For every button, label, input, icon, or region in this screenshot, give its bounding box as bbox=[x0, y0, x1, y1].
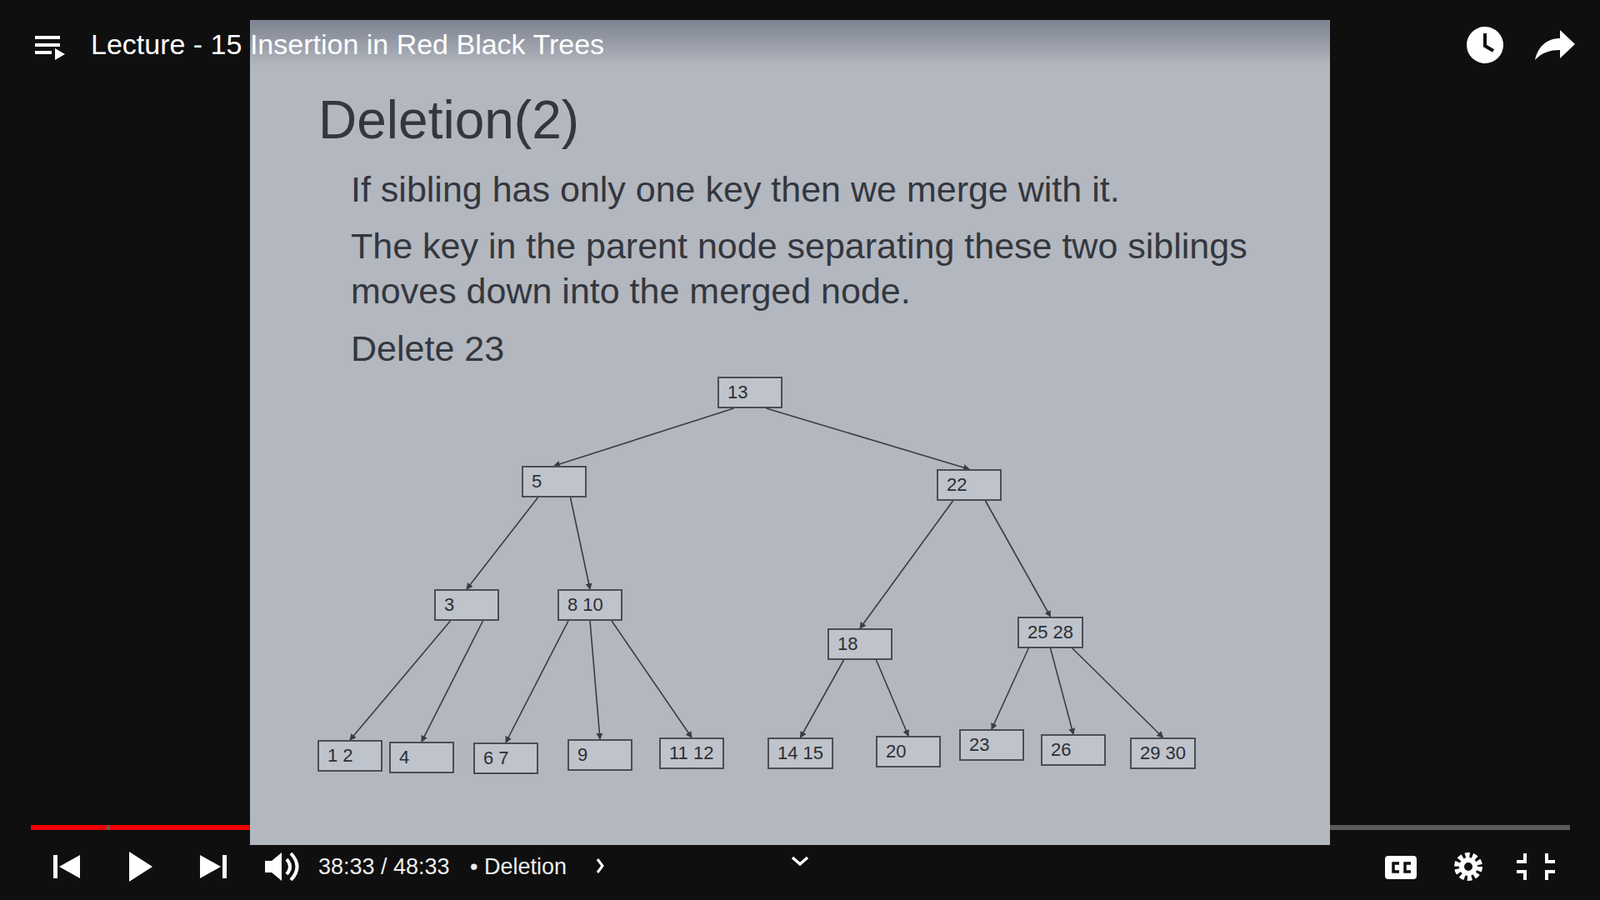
tree-edge bbox=[1050, 648, 1074, 735]
volume-icon bbox=[265, 852, 298, 881]
expand-chevron bbox=[792, 857, 808, 865]
tree-edge bbox=[800, 660, 845, 738]
node-keys: 11 12 bbox=[669, 742, 714, 764]
node-keys: 13 bbox=[727, 381, 748, 403]
node-keys: 29 30 bbox=[1140, 742, 1186, 764]
tree-edge bbox=[860, 500, 954, 629]
btree-node: 18 bbox=[827, 628, 893, 660]
tree-edge bbox=[1072, 648, 1164, 738]
captions-icon bbox=[1385, 855, 1417, 880]
tree-edge bbox=[766, 408, 970, 470]
slide-text: The key in the parent node separating th… bbox=[350, 223, 1318, 314]
btree-node: 3 bbox=[434, 589, 500, 621]
node-keys: 3 bbox=[444, 594, 455, 615]
btree-node: 23 bbox=[959, 729, 1025, 761]
node-keys: 6 7 bbox=[483, 747, 510, 769]
btree-node: 29 30 bbox=[1130, 737, 1196, 770]
btree-node: 1 2 bbox=[317, 740, 383, 772]
btree-node: 5 bbox=[521, 465, 587, 498]
tree-edge bbox=[611, 620, 692, 738]
playlist-icon bbox=[35, 35, 65, 60]
slide-heading: Deletion(2) bbox=[318, 86, 580, 154]
slide-text: Delete 23 bbox=[350, 325, 851, 371]
tree-edge bbox=[466, 497, 539, 590]
btree-node: 8 10 bbox=[557, 589, 623, 621]
node-keys: 14 15 bbox=[777, 742, 824, 764]
tree-edge bbox=[505, 620, 569, 743]
share-icon bbox=[1535, 30, 1575, 60]
chapter-name: • Deletion bbox=[470, 853, 604, 880]
node-keys: 25 28 bbox=[1027, 621, 1074, 643]
node-keys: 22 bbox=[946, 474, 967, 495]
node-keys: 1 2 bbox=[327, 745, 354, 766]
btree-node: 20 bbox=[875, 735, 941, 768]
tree-edge bbox=[421, 620, 484, 742]
node-keys: 4 bbox=[399, 746, 410, 768]
exit-fullscreen-icon bbox=[1516, 853, 1555, 880]
node-keys: 8 10 bbox=[567, 594, 604, 615]
tree-edge bbox=[590, 620, 600, 740]
previous-icon bbox=[53, 855, 80, 879]
settings-icon bbox=[1457, 855, 1480, 878]
btree-node: 4 bbox=[389, 741, 455, 774]
tree-edge bbox=[554, 408, 735, 466]
tree-edge bbox=[876, 660, 910, 736]
btree-node: 26 bbox=[1040, 734, 1106, 766]
btree-node: 9 bbox=[567, 739, 633, 771]
btree-node: 25 28 bbox=[1017, 616, 1084, 649]
btree-node: 14 15 bbox=[767, 737, 834, 770]
btree-node: 13 bbox=[717, 376, 783, 409]
play-icon bbox=[129, 851, 153, 882]
node-keys: 26 bbox=[1050, 739, 1071, 760]
chapter-chevron bbox=[597, 859, 603, 873]
node-keys: 20 bbox=[885, 740, 906, 762]
btree-node: 6 7 bbox=[473, 742, 539, 775]
video-title: Lecture - 15 Insertion in Red Black Tree… bbox=[90, 27, 841, 61]
tree-edge bbox=[985, 500, 1051, 617]
watch-later-icon bbox=[1466, 26, 1504, 64]
tree-edge bbox=[350, 620, 451, 740]
btree-node: 11 12 bbox=[659, 737, 725, 770]
slide-text: If sibling has only one key then we merg… bbox=[350, 166, 1318, 212]
node-keys: 9 bbox=[577, 744, 588, 765]
btree-node: 22 bbox=[936, 469, 1002, 501]
tree-edge bbox=[570, 497, 591, 590]
node-keys: 5 bbox=[531, 470, 542, 492]
tree-edge bbox=[991, 648, 1029, 730]
node-keys: 23 bbox=[969, 734, 990, 755]
node-keys: 18 bbox=[837, 633, 858, 655]
next-icon bbox=[200, 855, 227, 879]
